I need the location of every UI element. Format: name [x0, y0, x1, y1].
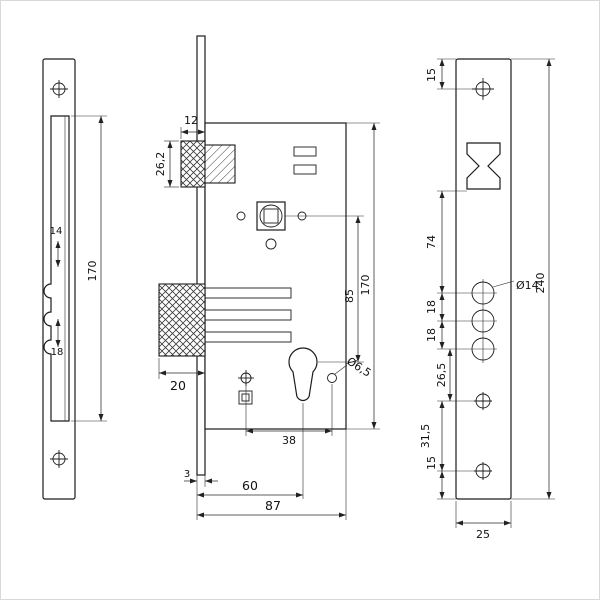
dim-latch-height-label: 26,2: [154, 152, 167, 177]
dim-plate-thickness-label: 3: [184, 469, 190, 480]
dim-bolt-dia-label: Ø14: [516, 279, 539, 292]
latch-cutout: [466, 142, 501, 190]
faceplate-view: 15 74 18 18 26,5 31,5 15 Ø14 240 25: [419, 58, 555, 541]
body-view: 12 26,2 20 85 170 38 Ø6,5 3: [154, 35, 380, 520]
dim-side-170-label: 170: [86, 261, 99, 282]
dim-plate-length-label: 240: [534, 273, 547, 294]
side-top-screw-icon: [50, 80, 68, 98]
dim-latch-to-bolt-label: 74: [425, 235, 438, 249]
dim-bolt-to-screw-label: 26,5: [435, 363, 448, 388]
bolt-holes: [469, 279, 497, 363]
dim-body-depth-label: 87: [265, 498, 281, 513]
cylinder-fixing-screw-icon: [238, 370, 254, 386]
dim-backset-label: 60: [242, 478, 258, 493]
leader-small-hole: [334, 364, 348, 375]
latch-bolt: [180, 140, 236, 188]
dim-top-margin-label: 15: [425, 68, 438, 82]
faceplate-top-screw-icon: [472, 78, 494, 100]
faceplate-edge: [196, 35, 206, 476]
dim-screw-spacing-label: 38: [282, 434, 296, 447]
faceplate-mid-screw-icon: [474, 392, 492, 410]
dim-screw-spacing-right-label: 31,5: [419, 424, 432, 449]
leader-bolt-dia: [492, 280, 515, 288]
dim-plate-width-label: 25: [476, 528, 490, 541]
small-hole: [327, 373, 337, 383]
side-view: 14 18 170: [42, 58, 107, 500]
dim-bolt-gap-2-label: 18: [425, 328, 438, 342]
euro-cylinder-hole: [288, 347, 318, 402]
faceplate-bottom-screw-icon: [474, 462, 492, 480]
dim-small-hole-label: Ø6,5: [344, 355, 373, 380]
deadbolt: [158, 283, 292, 357]
dim-latch-protrusion-label: 12: [184, 114, 198, 127]
dim-body-height-label: 170: [359, 275, 372, 296]
slot-upper: [293, 146, 317, 157]
faceplate-outline: [455, 58, 512, 500]
switch-detail: [238, 390, 253, 405]
dim-roller-spacing-label: 18: [51, 347, 64, 358]
side-bottom-screw-icon: [50, 450, 68, 468]
spindle-follower: [236, 201, 307, 250]
slot-lower: [293, 164, 317, 175]
dim-bolt-gap-1-label: 18: [425, 300, 438, 314]
dim-roller-width-label: 14: [50, 226, 63, 237]
dim-center-distance-label: 85: [343, 289, 356, 303]
side-body-with-rollers: [43, 115, 70, 422]
dim-bolt-width-label: 20: [170, 378, 186, 393]
dim-bottom-margin-label: 15: [425, 456, 438, 470]
